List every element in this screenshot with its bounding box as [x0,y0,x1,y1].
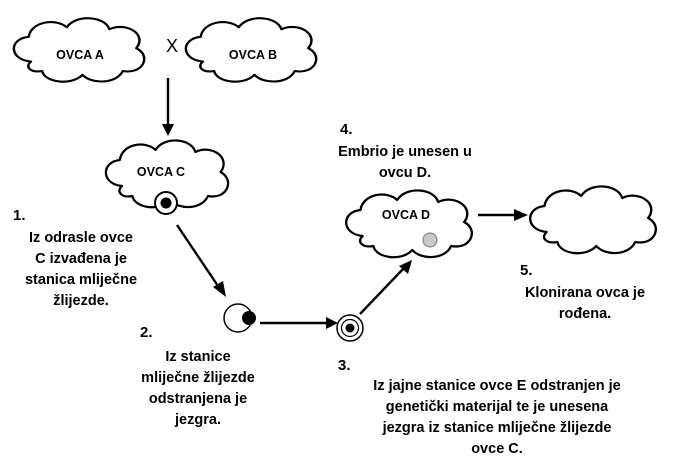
sheep-d-label: OVCA D [382,208,430,222]
step-3-line-1: Iz jajne stanice ovce E odstranjen je [373,378,620,394]
egg-cell-nucleus [345,323,355,333]
arrow-ab-to-c [162,78,174,136]
arrow-d-to-clone [478,209,528,221]
step-4-line-1: Embrio je unesen u [338,144,472,160]
step-1-line-4: žlijezde. [53,293,109,309]
step-1-line-2: C izvađena je [35,251,127,267]
cloud-sheep-d [344,189,474,259]
step-3-number: 3. [338,357,351,374]
step-4-line-2: ovcu D. [379,165,431,181]
mammary-cell-nucleus [242,311,256,325]
step-5-line-1: Klonirana ovca je [525,285,645,301]
step-2-line-3: odstranjena je [149,391,247,407]
cloud-cloned-sheep [528,185,658,255]
step-2-line-1: Iz stanice [165,349,230,365]
arrow-egg-to-d [359,260,412,315]
step-5-number: 5. [520,262,533,279]
step-2-line-4: jezgra. [174,412,221,428]
nucleus-in-sheep-c [160,197,172,209]
step-1-line-3: stanica mliječne [25,272,137,288]
arrow-c-to-cell [176,224,226,297]
step-3-line-4: ovce C. [471,441,523,457]
step-2-line-2: mliječne žlijezde [141,370,255,386]
step-2-number: 2. [140,324,153,341]
sheep-c-label: OVCA C [137,165,185,179]
step-1-line-1: Iz odrasle ovce [29,230,133,246]
step-1-number: 1. [13,207,26,224]
sheep-b-label: OVCA B [229,48,277,62]
step-5-line-2: rođena. [559,306,611,322]
step-4-number: 4. [340,121,353,138]
step-3-line-2: genetički materijal te je unesena [386,399,609,415]
arrow-cell-to-egg [260,317,338,329]
sheep-a-label: OVCA A [56,48,104,62]
embryo-in-sheep-d [422,232,438,248]
step-3-line-3: jezgra iz stanice mliječne žlijezde [382,420,612,436]
cross-symbol: X [166,36,178,56]
